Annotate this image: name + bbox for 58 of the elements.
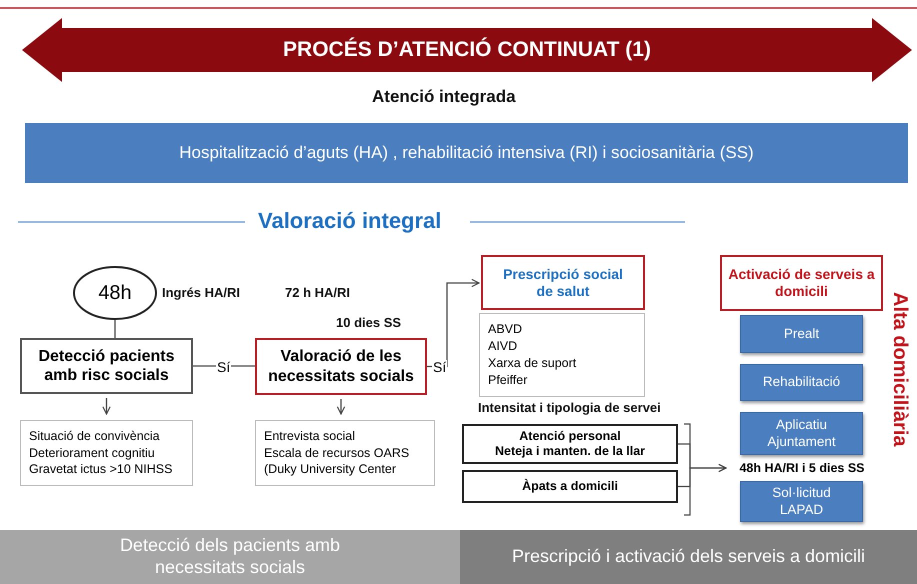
phase-band — [0, 530, 460, 584]
connector — [114, 320, 116, 338]
list-box — [255, 420, 435, 486]
connector — [102, 398, 111, 415]
connector — [193, 365, 255, 367]
box-text: Xarxa de suport — [488, 355, 576, 372]
section-heading: Atenció integrada — [372, 87, 516, 107]
deadline-text: 48h HA/RI i 5 dies SS — [739, 460, 865, 476]
box-text: Prescripció i activació dels serveis a domicili — [512, 546, 866, 568]
box-text: Situació de convivència — [29, 428, 160, 445]
process-box — [255, 338, 427, 395]
box-text: Detecció dels pacients amb necessitats socials — [118, 535, 342, 579]
box-text: Entrevista social — [264, 428, 356, 445]
process-box — [481, 255, 645, 310]
time-note: 72 h HA/RI — [285, 285, 350, 300]
edge-label: Sí — [216, 360, 232, 374]
service-button — [740, 481, 863, 522]
service-button — [740, 412, 863, 455]
service-button — [740, 315, 863, 353]
list-box — [479, 313, 645, 397]
section-heading: Valoració integral — [258, 208, 442, 234]
banner-title: PROCÉS D’ATENCIÓ CONTINUAT (1) — [283, 37, 651, 63]
process-box — [720, 255, 883, 311]
process-box — [20, 338, 193, 394]
box-text: Escala de recursos OARS — [264, 444, 410, 462]
connector — [427, 278, 480, 368]
box-text: Gravetat ictus >10 NIHSS — [29, 461, 172, 478]
box-text: Àpats a domicili — [522, 479, 618, 494]
box-text: (Duky University Center — [264, 461, 396, 478]
connector — [336, 399, 346, 415]
box-text: Valoració de les necessitats socials — [267, 347, 415, 386]
service-button — [740, 364, 863, 401]
box-text: Pfeiffer — [488, 372, 528, 389]
service-box — [462, 470, 678, 503]
vertical-heading: Alta domiciliària — [888, 292, 911, 446]
time-note: 10 dies SS — [336, 315, 402, 330]
box-text: AIVD — [488, 338, 518, 355]
box-text: Detecció pacients amb risc socials — [37, 346, 176, 386]
subheading: Intensitat i tipologia de servei — [478, 400, 661, 415]
box-text: Atenció personal — [519, 429, 621, 444]
box-text: Rehabilitació — [762, 374, 840, 391]
time-note: Ingrés HA/RI — [162, 285, 240, 300]
box-text: ABVD — [488, 321, 522, 338]
edge-label: Sí — [432, 360, 448, 374]
box-text: Aplicatiu Ajuntament — [766, 417, 837, 450]
box-text: Prealt — [784, 326, 820, 342]
box-text: Neteja i manten. de la llar — [494, 444, 646, 459]
time-label: 48h — [98, 281, 132, 305]
box-text: Sol·licitud LAPAD — [771, 485, 832, 518]
connector — [678, 464, 727, 488]
box-text: Prescripció social de salut — [502, 266, 624, 300]
box-text: Deteriorament cognitiu — [29, 444, 155, 462]
box-text: Hospitalització d’aguts (HA) , rehabilitació intensiva (RI) i sociosanitària (SS) — [179, 142, 754, 164]
list-box — [20, 420, 193, 486]
box-text: Activació de serveis a domicili — [728, 266, 875, 300]
process-band — [25, 123, 908, 183]
phase-band — [460, 530, 917, 584]
service-box — [462, 424, 678, 464]
